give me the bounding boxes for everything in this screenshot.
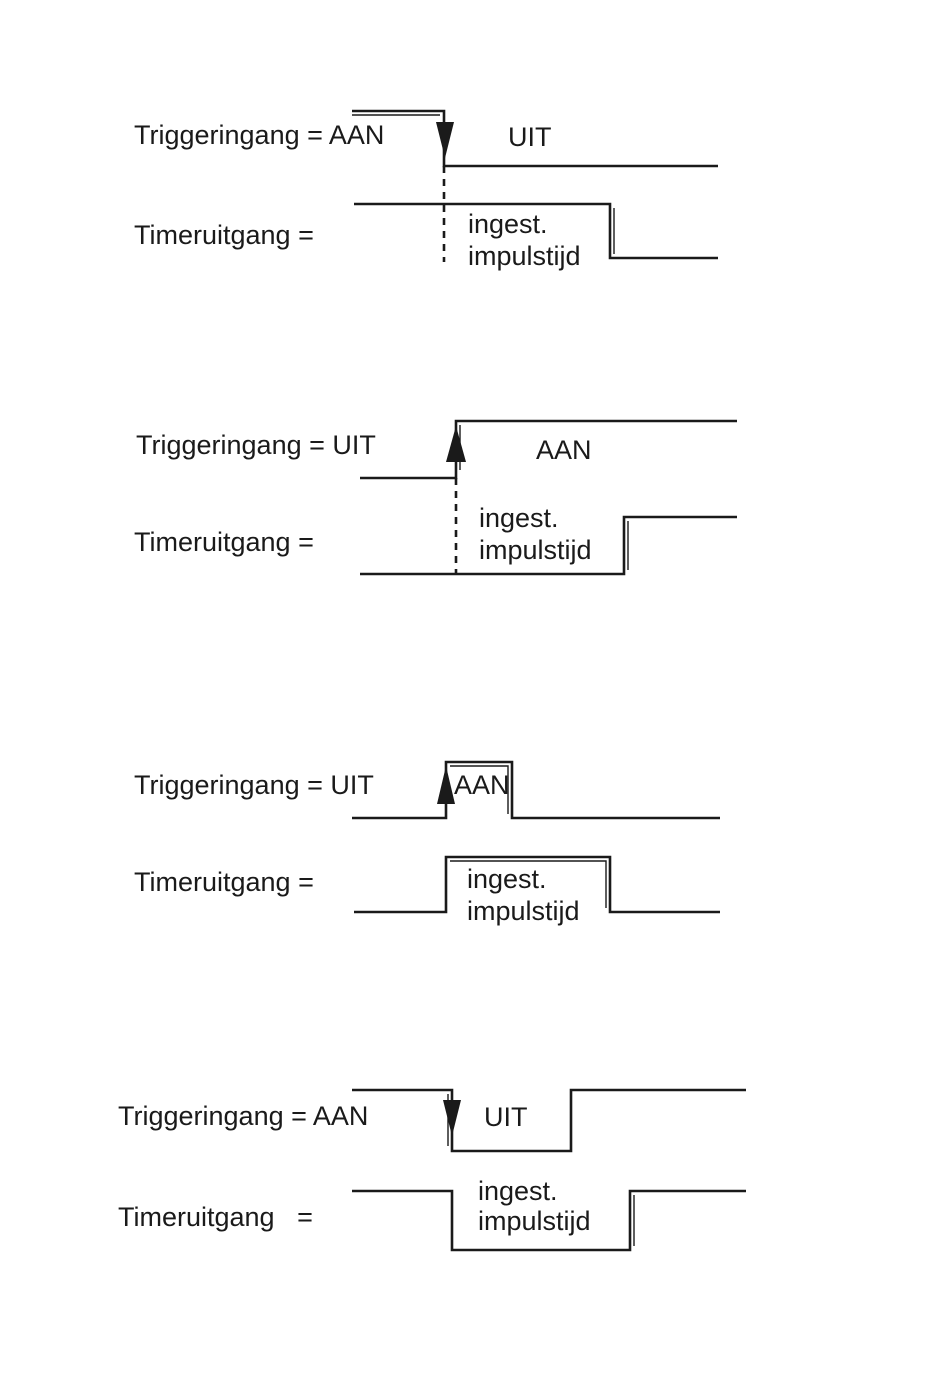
trigger-waveform <box>352 762 720 818</box>
pulse-label-line1: ingest. <box>467 864 547 894</box>
panel-4: Triggeringang = AAN UIT Timeruitgang = i… <box>118 1090 746 1250</box>
output-label: Timeruitgang = <box>134 527 314 557</box>
pulse-label-line2: impulstijd <box>479 535 592 565</box>
rising-edge-arrow <box>446 426 466 462</box>
pulse-label-line1: ingest. <box>478 1176 558 1206</box>
pulse-label-line2: impulstijd <box>467 896 580 926</box>
rising-edge-arrow <box>437 766 455 804</box>
state-label: AAN <box>454 770 510 800</box>
pulse-label-line1: ingest. <box>468 209 548 239</box>
pulse-label-line2: impulstijd <box>468 241 581 271</box>
panel-2: Triggeringang = UIT AAN Timeruitgang = i… <box>134 421 737 574</box>
output-label: Timeruitgang = <box>118 1202 313 1232</box>
pulse-label-line2: impulstijd <box>478 1206 591 1236</box>
output-label: Timeruitgang = <box>134 220 314 250</box>
trigger-label: Triggeringang = AAN <box>134 120 384 150</box>
panel-1: Triggeringang = AAN UIT Timeruitgang = i… <box>134 111 718 271</box>
trigger-waveform <box>352 1090 746 1151</box>
state-label: AAN <box>536 435 592 465</box>
pulse-label-line1: ingest. <box>479 503 559 533</box>
state-label: UIT <box>508 122 552 152</box>
panel-3: Triggeringang = UIT AAN Timeruitgang = i… <box>134 762 720 926</box>
output-label: Timeruitgang = <box>134 867 314 897</box>
state-label: UIT <box>484 1102 528 1132</box>
trigger-label: Triggeringang = UIT <box>136 430 376 460</box>
falling-edge-arrow <box>436 122 454 158</box>
trigger-label: Triggeringang = AAN <box>118 1101 368 1131</box>
falling-edge-arrow <box>443 1100 461 1136</box>
trigger-label: Triggeringang = UIT <box>134 770 374 800</box>
